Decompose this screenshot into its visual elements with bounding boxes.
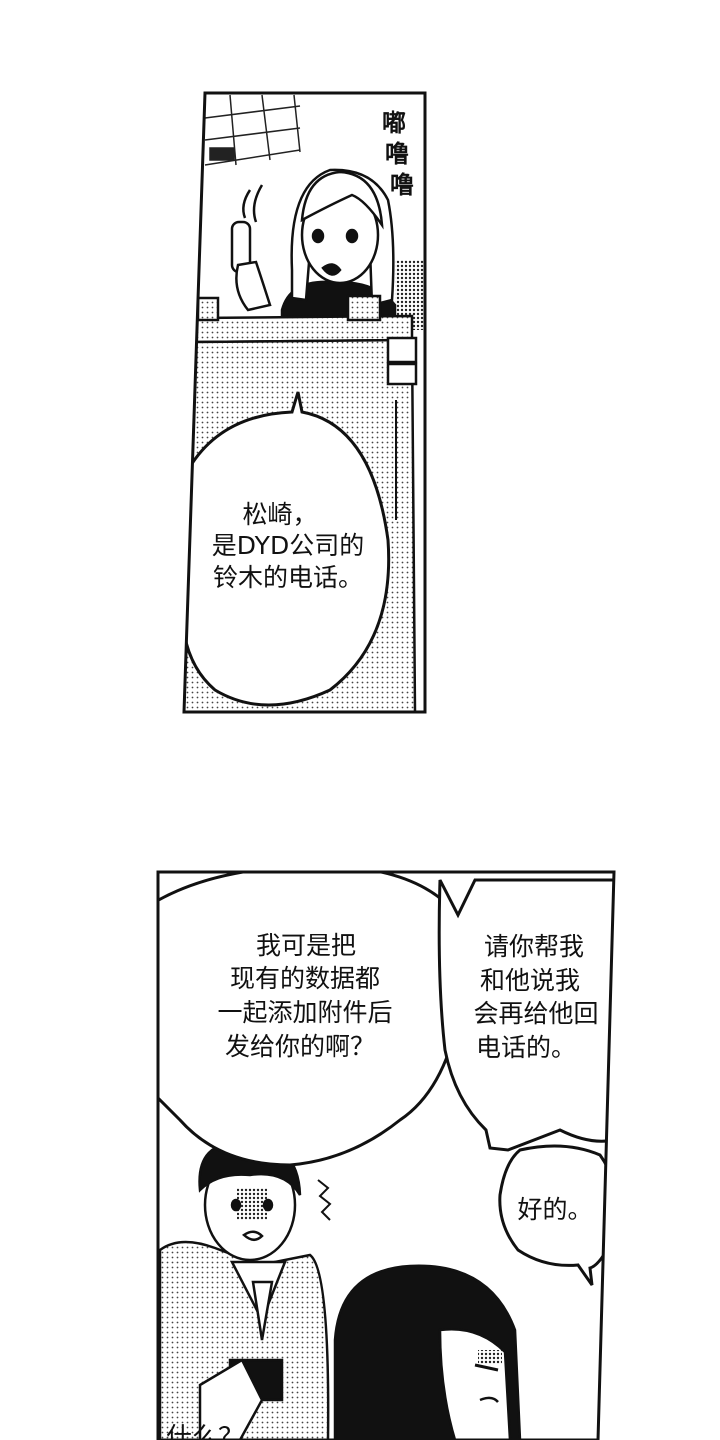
speech-left-line-4: 发给你的啊？ [225, 1032, 375, 1061]
speech-left-line-2: 现有的数据都 [230, 964, 380, 993]
speech-1-line-2: 是DYD公司的 [212, 531, 364, 560]
sfx-char-3: 噜 [390, 171, 414, 199]
panel-2: 我可是把 现有的数据都 一起添加附件后 发给你的啊？ 请你帮我 和他说我 会再给… [156, 870, 616, 1440]
panel-1: 松崎， 是DYD公司的 铃木的电话。 嘟 噜 噜 [182, 91, 427, 714]
sfx-char-2: 噜 [385, 140, 409, 168]
speech-right-line-3: 会再给他回 [473, 999, 598, 1028]
speech-right-line-2: 和他说我 [480, 966, 580, 995]
speech-small-line-1: 好的。 [517, 1195, 592, 1224]
speech-right-line-4: 电话的。 [476, 1033, 576, 1062]
speech-left-line-1: 我可是把 [256, 931, 356, 960]
speech-bubble-right [437, 878, 614, 1152]
bottom-text: 什么？ [166, 1423, 244, 1440]
sfx-char-1: 嘟 [382, 109, 406, 137]
man-left [158, 1140, 332, 1440]
speech-bubble-small [498, 1144, 614, 1286]
speech-1-line-3: 铃木的电话。 [213, 563, 363, 592]
speech-left-line-3: 一起添加附件后 [217, 998, 392, 1027]
speech-bubble-1 [184, 391, 391, 707]
woman-right [333, 1264, 522, 1440]
panel-2-border [156, 870, 616, 1440]
panel-1-border [182, 91, 427, 714]
ceiling-grid [204, 94, 301, 166]
speech-1-line-1: 松崎， [242, 500, 317, 529]
speech-right-line-1: 请你帮我 [484, 932, 584, 961]
